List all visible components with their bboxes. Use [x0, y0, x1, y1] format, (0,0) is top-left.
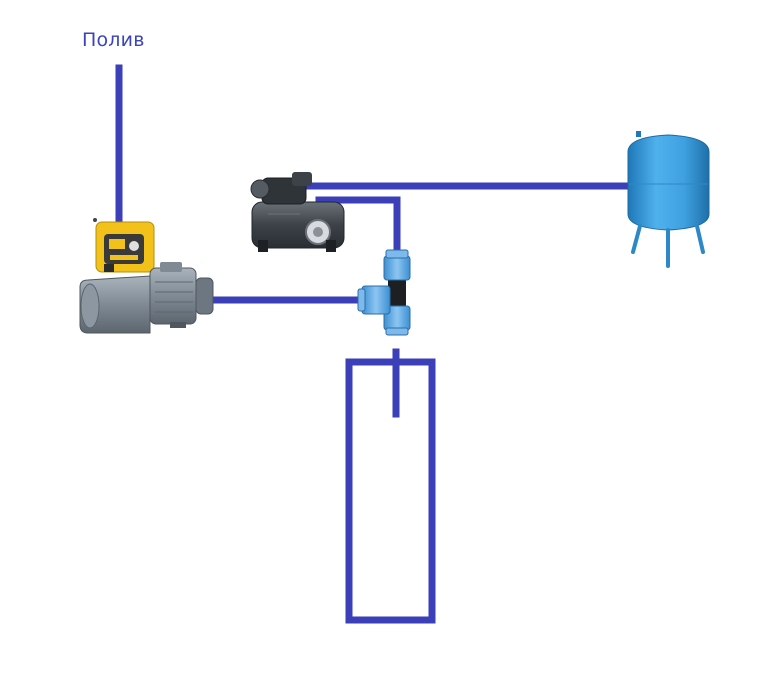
pump-station-icon	[250, 172, 345, 252]
expansion-tank-icon	[627, 131, 710, 268]
poliv-label: Полив	[82, 29, 145, 51]
pipe-station-tee	[315, 196, 401, 250]
pressure-switch-icon	[93, 218, 155, 273]
tee-fitting-icon	[357, 249, 411, 336]
well-outline	[345, 358, 436, 624]
jet-pump-icon	[79, 262, 214, 334]
pipes	[115, 64, 632, 624]
